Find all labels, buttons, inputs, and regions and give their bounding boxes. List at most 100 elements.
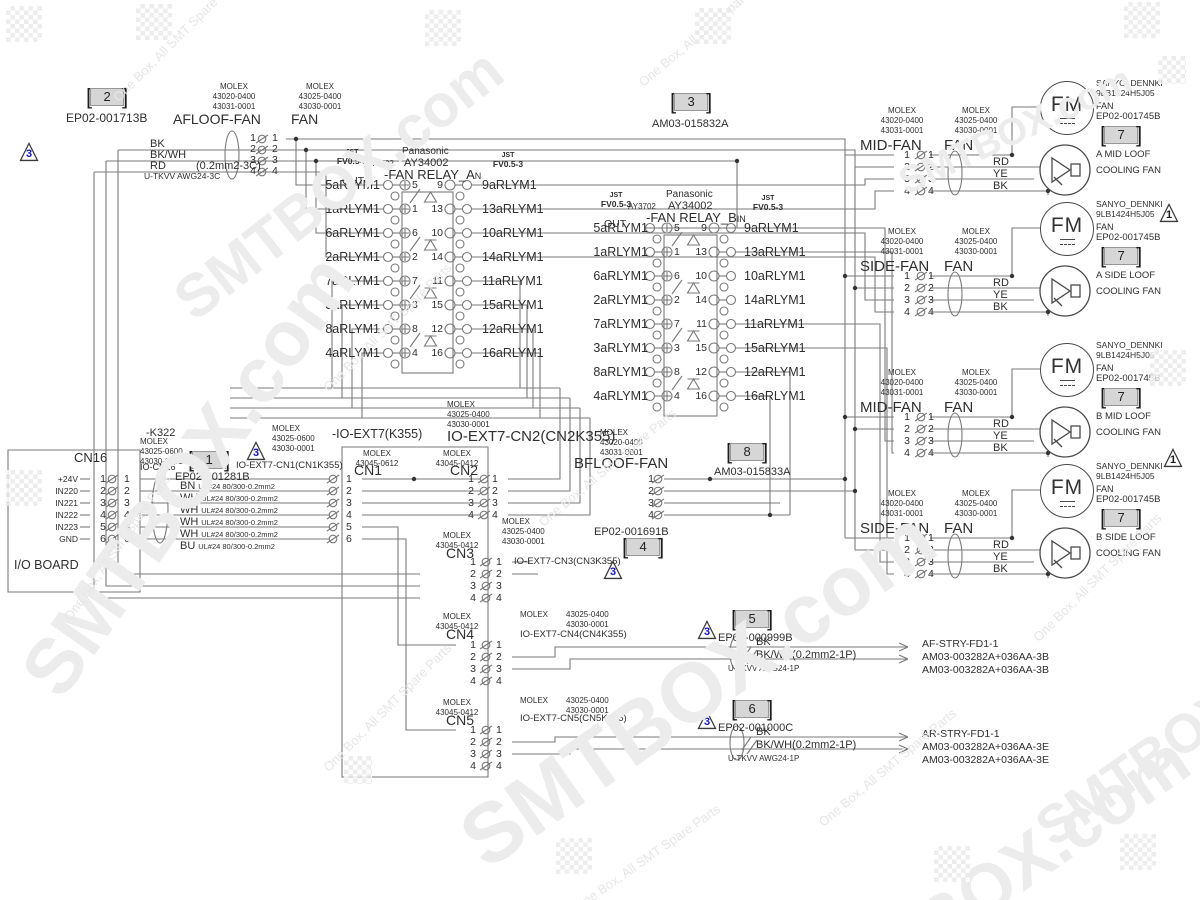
fan-model: 9LB1424H5J05: [1096, 88, 1155, 98]
molex-line: MOLEX: [961, 227, 990, 236]
ref-box-7: [7]: [1100, 124, 1142, 146]
wire-color: BK/WH: [150, 149, 187, 161]
wire-color: BK/WH(0.2mm2-1P): [756, 739, 857, 751]
wire-color: RD: [993, 156, 1009, 168]
molex-line: MOLEX: [887, 106, 916, 115]
fan-motor-symbol: FM: [1040, 464, 1094, 518]
pin-number: 4: [904, 306, 910, 318]
dest-line2: AM03-003282A+036AA-3E: [922, 741, 1049, 753]
relay-name-text: -FAN RELAY_A: [384, 167, 475, 182]
part-number: EP02-001281B: [175, 471, 250, 483]
device-ref: -K322: [146, 427, 176, 439]
molex-line: 43030-0001: [447, 420, 490, 429]
relay-pin-label: 14aRLYM1: [482, 250, 544, 264]
note-triangle-3: △3: [16, 136, 42, 166]
molex-part: MOLEX 43020-0400 43031-0001: [866, 106, 938, 136]
pin-number: 1: [648, 473, 654, 485]
pin-number: 4: [470, 760, 476, 772]
relay-pin-label: 12aRLYM1: [744, 365, 806, 379]
pin-number: 3: [904, 556, 910, 568]
relay-pin-label: 6aRLYM1: [593, 269, 648, 283]
pin-column: 1 2 3 4: [928, 532, 942, 580]
fan-blade-icon: [1039, 265, 1091, 317]
board-title: I/O BOARD: [14, 558, 79, 572]
pin-number: 5: [124, 521, 130, 533]
triangle-icon: △: [697, 704, 717, 732]
relay-pin-number: 13: [695, 246, 707, 258]
relay-pin-number: 15: [695, 342, 707, 354]
pin-number: 4: [272, 165, 278, 177]
molex-line: 43020-0400: [600, 438, 643, 447]
relay-pin-number: 2: [674, 294, 680, 306]
molex-line: MOLEX: [442, 698, 471, 707]
wire-color: BK: [756, 726, 771, 738]
note-triangle-3: △3: [694, 614, 720, 644]
signal-name: IN223: [55, 522, 78, 532]
wire-color: WH: [180, 528, 199, 540]
pin-number: 4: [928, 447, 934, 459]
bracket: ]: [767, 606, 774, 631]
pin-number: 3: [272, 154, 278, 166]
connector-name: FAN: [944, 520, 974, 537]
wire-label: BU UL#24 80/300-0.2mm2: [180, 540, 278, 552]
relay-pin-label: 8aRLYM1: [325, 322, 380, 336]
molex-part: MOLEX 43025-0400 43030-0001: [502, 517, 545, 547]
relay-pin-number: 7: [412, 275, 418, 287]
wire-color: BN: [180, 480, 196, 492]
connector-name: FAN: [944, 137, 974, 154]
connector-name: FAN: [944, 258, 974, 275]
relay-model: AY34002: [404, 157, 449, 169]
connector-name: CN4: [446, 626, 475, 642]
relay-pin-label: 13aRLYM1: [744, 245, 806, 259]
fan-part-number: EP02-001745B: [1096, 232, 1161, 243]
wire-color: YE: [993, 430, 1008, 442]
fan-label: FAN: [1096, 101, 1114, 111]
stry-group: [6] △3 EP02-001000C BK BK/WH(0.2mm2-1P) …: [690, 698, 1170, 784]
pin-number: 4: [928, 306, 934, 318]
pin-number: 3: [928, 556, 934, 568]
fan-blade-icon: [1039, 527, 1091, 579]
dc-symbol-icon: [1059, 500, 1075, 507]
jst-type: FV0.5-3: [600, 199, 632, 210]
fan-label: FAN: [1096, 363, 1114, 373]
warning-triangle-1: △1: [1156, 197, 1182, 227]
part-number: EP02-001691B: [594, 526, 669, 538]
pin-number: 4: [470, 592, 476, 604]
triangle-icon: △: [1159, 197, 1179, 225]
relay-pin-number: 11: [696, 318, 707, 330]
molex-line: 43025-0400: [298, 92, 342, 101]
pin-number: 3: [928, 294, 934, 306]
signal-name: +24V: [57, 474, 78, 484]
fm-label: FM: [1050, 354, 1084, 378]
molex-part: MOLEX 43020-0400 43031-0001: [866, 489, 938, 519]
pin-number: 1: [904, 270, 910, 282]
fan-location: A MID LOOF: [1096, 149, 1151, 160]
wire-label: BN UL#24 80/300-0.2mm2: [180, 480, 278, 492]
wire-color: WH: [180, 516, 199, 528]
relay-pin-number: 8: [674, 366, 680, 378]
molex-line: 43031-0001: [880, 509, 924, 518]
pin-number: 4: [468, 509, 474, 521]
pin-number: 4: [492, 509, 498, 521]
relay-pin-number: 16: [695, 390, 707, 402]
triangle-number: 3: [252, 447, 260, 459]
dest-connector: IO-EXT7-CN5(CN5K355): [520, 713, 627, 724]
pin-column: 1 2 3 4: [894, 270, 910, 318]
pin-number: 2: [346, 485, 352, 497]
pin-number: 2: [496, 651, 502, 663]
bracket: [: [726, 439, 733, 464]
relay-pin-number: 5: [412, 179, 418, 191]
pin-number: 4: [496, 675, 502, 687]
relay-pin-label: 11aRLYM1: [482, 274, 543, 288]
connector-name: FAN: [944, 399, 974, 416]
fm-label: FM: [1050, 213, 1084, 237]
out-label: OUT: [604, 218, 627, 230]
fm-label: FM: [1050, 475, 1084, 499]
pin-number: 1: [272, 132, 278, 144]
